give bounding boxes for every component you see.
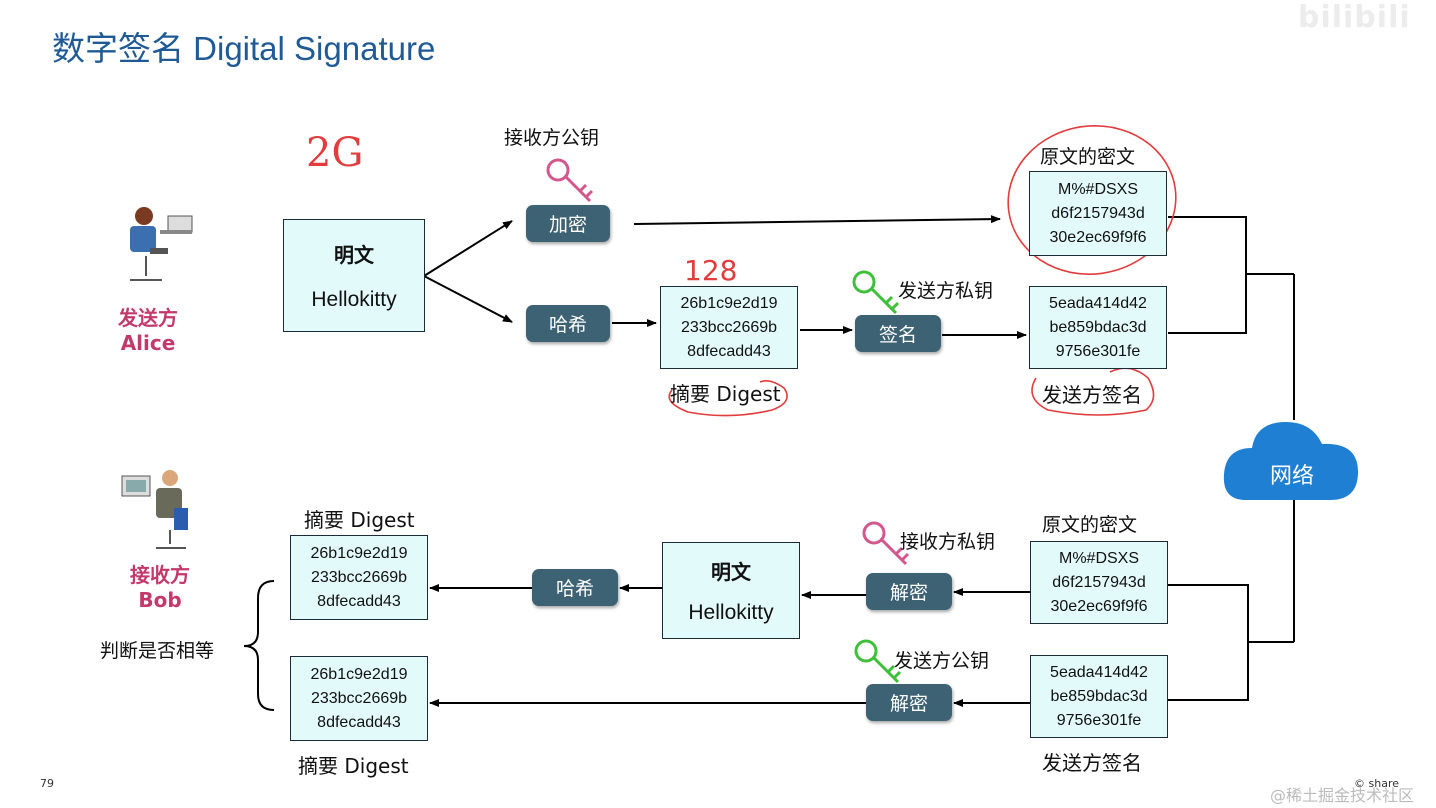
bilibili-watermark: bilibili bbox=[1298, 0, 1411, 35]
network-label: 网络 bbox=[1270, 464, 1315, 489]
plaintext-value: Hellokitty bbox=[311, 288, 397, 311]
annotation-2g: 2G bbox=[306, 130, 364, 176]
decrypt-button-1: 解密 bbox=[866, 573, 952, 610]
plaintext-box-bottom: 明文 Hellokitty bbox=[662, 542, 800, 639]
encrypt-button: 加密 bbox=[526, 205, 610, 242]
cipher-label-bottom: 原文的密文 bbox=[1042, 514, 1138, 536]
digest-label-bottom-2: 摘要 Digest bbox=[298, 754, 409, 778]
sender-public-key-icon bbox=[854, 639, 902, 684]
hash-button-bottom: 哈希 bbox=[532, 569, 618, 606]
digest-box-bottom-1: 26b1c9e2d19 233bcc2669b 8dfecadd43 bbox=[290, 535, 428, 620]
ciphertext-box-bottom: M%#DSXS d6f2157943d 30e2ec69f9f6 bbox=[1030, 541, 1168, 624]
signature-box-top: 5eada414d42 be859bdac3d 9756e301fe bbox=[1029, 286, 1167, 369]
ciphertext-box-top: M%#DSXS d6f2157943d 30e2ec69f9f6 bbox=[1029, 171, 1167, 256]
sender-public-key-label: 发送方公钥 bbox=[894, 650, 990, 672]
receiver-public-key-icon bbox=[546, 158, 594, 203]
plaintext-title: 明文 bbox=[334, 245, 374, 267]
site-watermark: @稀土掘金技术社区 bbox=[1270, 786, 1415, 805]
cipher-label-top: 原文的密文 bbox=[1040, 146, 1136, 168]
digest-label-bottom-1: 摘要 Digest bbox=[304, 508, 415, 532]
plaintext-box-top: 明文 Hellokitty bbox=[283, 219, 425, 332]
page-title: 数字签名 Digital Signature bbox=[52, 30, 436, 67]
compare-label: 判断是否相等 bbox=[100, 640, 215, 662]
sender-private-key-icon bbox=[852, 270, 900, 315]
hash-button-top: 哈希 bbox=[526, 305, 610, 342]
annotation-128: 128 bbox=[684, 254, 738, 287]
page-number: 79 bbox=[40, 777, 54, 790]
receiver-public-key-label: 接收方公钥 bbox=[504, 127, 600, 149]
receiver-private-key-icon bbox=[862, 521, 910, 566]
signature-box-bottom: 5eada414d42 be859bdac3d 9756e301fe bbox=[1030, 655, 1168, 738]
decrypt-button-2: 解密 bbox=[866, 684, 952, 721]
receiver-private-key-label: 接收方私钥 bbox=[900, 531, 996, 553]
cloud-icon bbox=[1223, 422, 1358, 500]
signature-label-top: 发送方签名 bbox=[1042, 383, 1142, 407]
sign-button: 签名 bbox=[855, 315, 941, 352]
sender-private-key-label: 发送方私钥 bbox=[898, 280, 994, 302]
digest-label-top: 摘要 Digest bbox=[670, 382, 781, 406]
signature-label-bottom: 发送方签名 bbox=[1042, 751, 1142, 775]
alice-icon bbox=[130, 207, 193, 281]
bob-icon bbox=[121, 470, 188, 549]
share-mark: © share bbox=[1354, 777, 1399, 790]
digest-box-bottom-2: 26b1c9e2d19 233bcc2669b 8dfecadd43 bbox=[290, 656, 428, 741]
digest-box-top: 26b1c9e2d19 233bcc2669b 8dfecadd43 bbox=[660, 286, 798, 369]
